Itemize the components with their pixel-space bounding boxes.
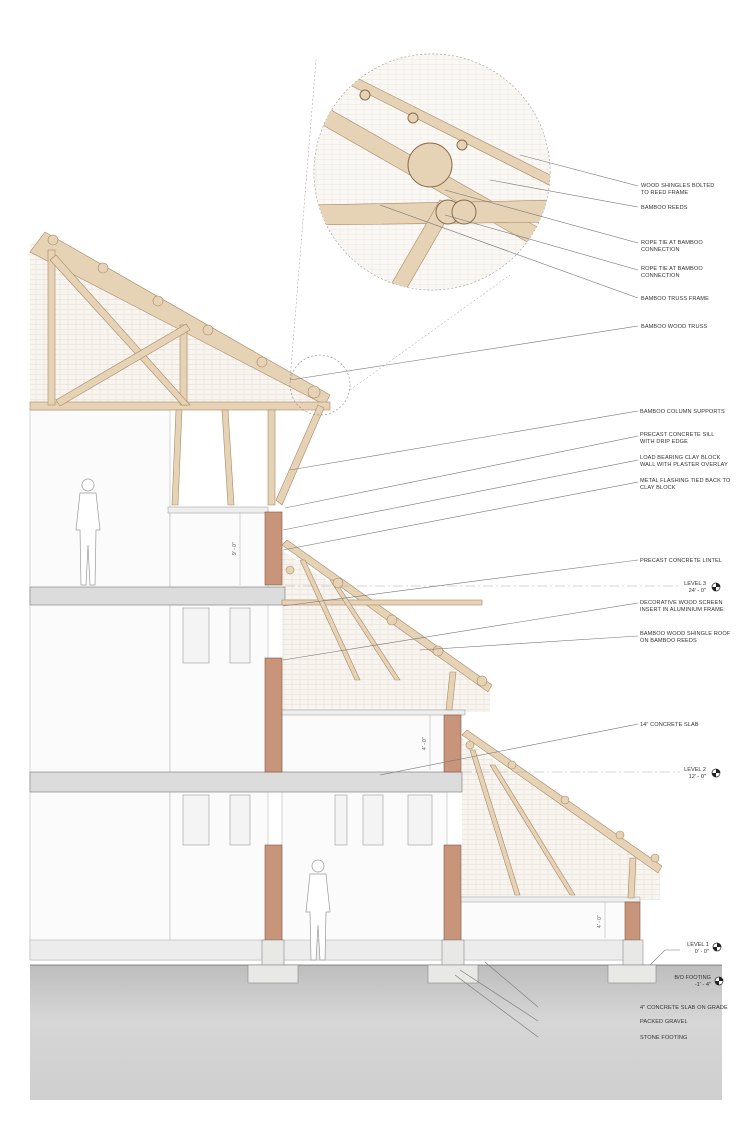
stone-footing xyxy=(607,964,657,984)
level2-name: LEVEL 2 xyxy=(684,767,706,773)
level-markers: LEVEL 3 24' - 0" LEVEL 2 12' - 0" LEVEL … xyxy=(674,581,724,988)
window xyxy=(362,794,384,846)
dimension-lines: 9' - 0" 4' - 0" 4' - 0" xyxy=(232,512,606,938)
dimension-label: 9' - 0" xyxy=(232,542,238,555)
ground xyxy=(30,965,722,1100)
callout-slab-on-grade: 4" CONCRETE SLAB ON GRADE xyxy=(640,1005,728,1011)
upper-bamboo-truss xyxy=(29,231,331,506)
callout-clay-block: LOAD BEARING CLAY BLOCK xyxy=(640,455,721,461)
callout-clay-block-2: WALL WITH PLASTER OVERLAY xyxy=(640,462,728,468)
callout-rope-tie: ROPE TIE AT BAMBOO xyxy=(641,240,703,246)
mid-wall xyxy=(169,509,269,961)
callout-wood-shingles: WOOD SHINGLES BOLTED xyxy=(641,183,714,189)
level2-elevation: 12' - 0" xyxy=(689,774,706,780)
stone-footing xyxy=(427,964,479,984)
clay-block-wall xyxy=(264,657,283,773)
callout-wood-screen-2: INSERT IN ALUMINIUM FRAME xyxy=(640,607,724,613)
clay-block-wall xyxy=(443,844,462,941)
window xyxy=(229,794,251,846)
callout-wood-truss: BAMBOO WOOD TRUSS xyxy=(641,324,707,330)
clay-block-wall xyxy=(264,844,283,941)
callout-column-supports: BAMBOO COLUMN SUPPORTS xyxy=(640,409,725,415)
callout-rope-tie: ROPE TIE AT BAMBOO xyxy=(641,266,703,272)
callout-wood-screen: DECORATIVE WOOD SCREEN xyxy=(640,600,723,606)
callout-rope-tie-2: CONNECTION xyxy=(641,247,680,253)
window xyxy=(182,607,210,664)
window xyxy=(407,794,433,846)
clay-block-wall xyxy=(624,901,641,941)
callout-shingle-roof-2: ON BAMBOO REEDS xyxy=(640,638,697,644)
callout-sill: PRECAST CONCRETE SILL xyxy=(640,432,714,438)
leader-lines xyxy=(282,154,639,1038)
detail-magnifier xyxy=(289,53,551,416)
callout-flashing: METAL FLASHING TIED BACK TO xyxy=(640,478,731,484)
callout-concrete-slab: 14" CONCRETE SLAB xyxy=(640,722,699,728)
clay-block-wall xyxy=(443,714,462,773)
window xyxy=(334,794,348,846)
level-target-icon xyxy=(711,582,724,986)
level3-elevation: 24' - 0" xyxy=(689,588,706,594)
clay-block-wall xyxy=(264,511,283,586)
window xyxy=(182,794,210,846)
callout-bamboo-reeds: BAMBOO REEDS xyxy=(641,205,688,211)
callout-wood-shingles-2: TO REED FRAME xyxy=(641,190,688,196)
level3-name: LEVEL 3 xyxy=(684,581,706,587)
callout-packed-gravel: PACKED GRAVEL xyxy=(640,1019,688,1025)
callout-rope-tie-2: CONNECTION xyxy=(641,273,680,279)
level3-slab xyxy=(29,586,286,606)
callout-flashing-2: CLAY BLOCK xyxy=(640,485,676,491)
slab-on-grade xyxy=(29,939,631,961)
level1-elevation: 0' - 0" xyxy=(695,949,709,955)
callout-lintel: PRECAST CONCRETE LINTEL xyxy=(640,558,722,564)
callout-labels: WOOD SHINGLES BOLTED TO REED FRAME BAMBO… xyxy=(640,183,731,1041)
dimension-label: 4' - 0" xyxy=(597,915,603,928)
callout-stone-footing: STONE FOOTING xyxy=(640,1035,688,1041)
dimension-label: 4' - 0" xyxy=(422,737,428,750)
left-wall xyxy=(29,409,171,961)
level2-slab xyxy=(29,771,463,793)
window xyxy=(229,607,251,664)
stone-footing xyxy=(247,964,299,984)
precast-sill xyxy=(167,506,269,514)
callout-truss-frame: BAMBOO TRUSS FRAME xyxy=(641,296,709,302)
level1-name: LEVEL 1 xyxy=(687,942,709,948)
callout-sill-2: WITH DRIP EDGE xyxy=(640,439,688,445)
footing-elevation: -1' - 4" xyxy=(695,982,711,988)
footing-name: B/O FOOTING xyxy=(674,975,711,981)
human-figure xyxy=(75,478,331,961)
bamboo-reeds xyxy=(47,234,660,863)
callout-shingle-roof: BAMBOO WOOD SHINGLE ROOF xyxy=(640,631,731,637)
